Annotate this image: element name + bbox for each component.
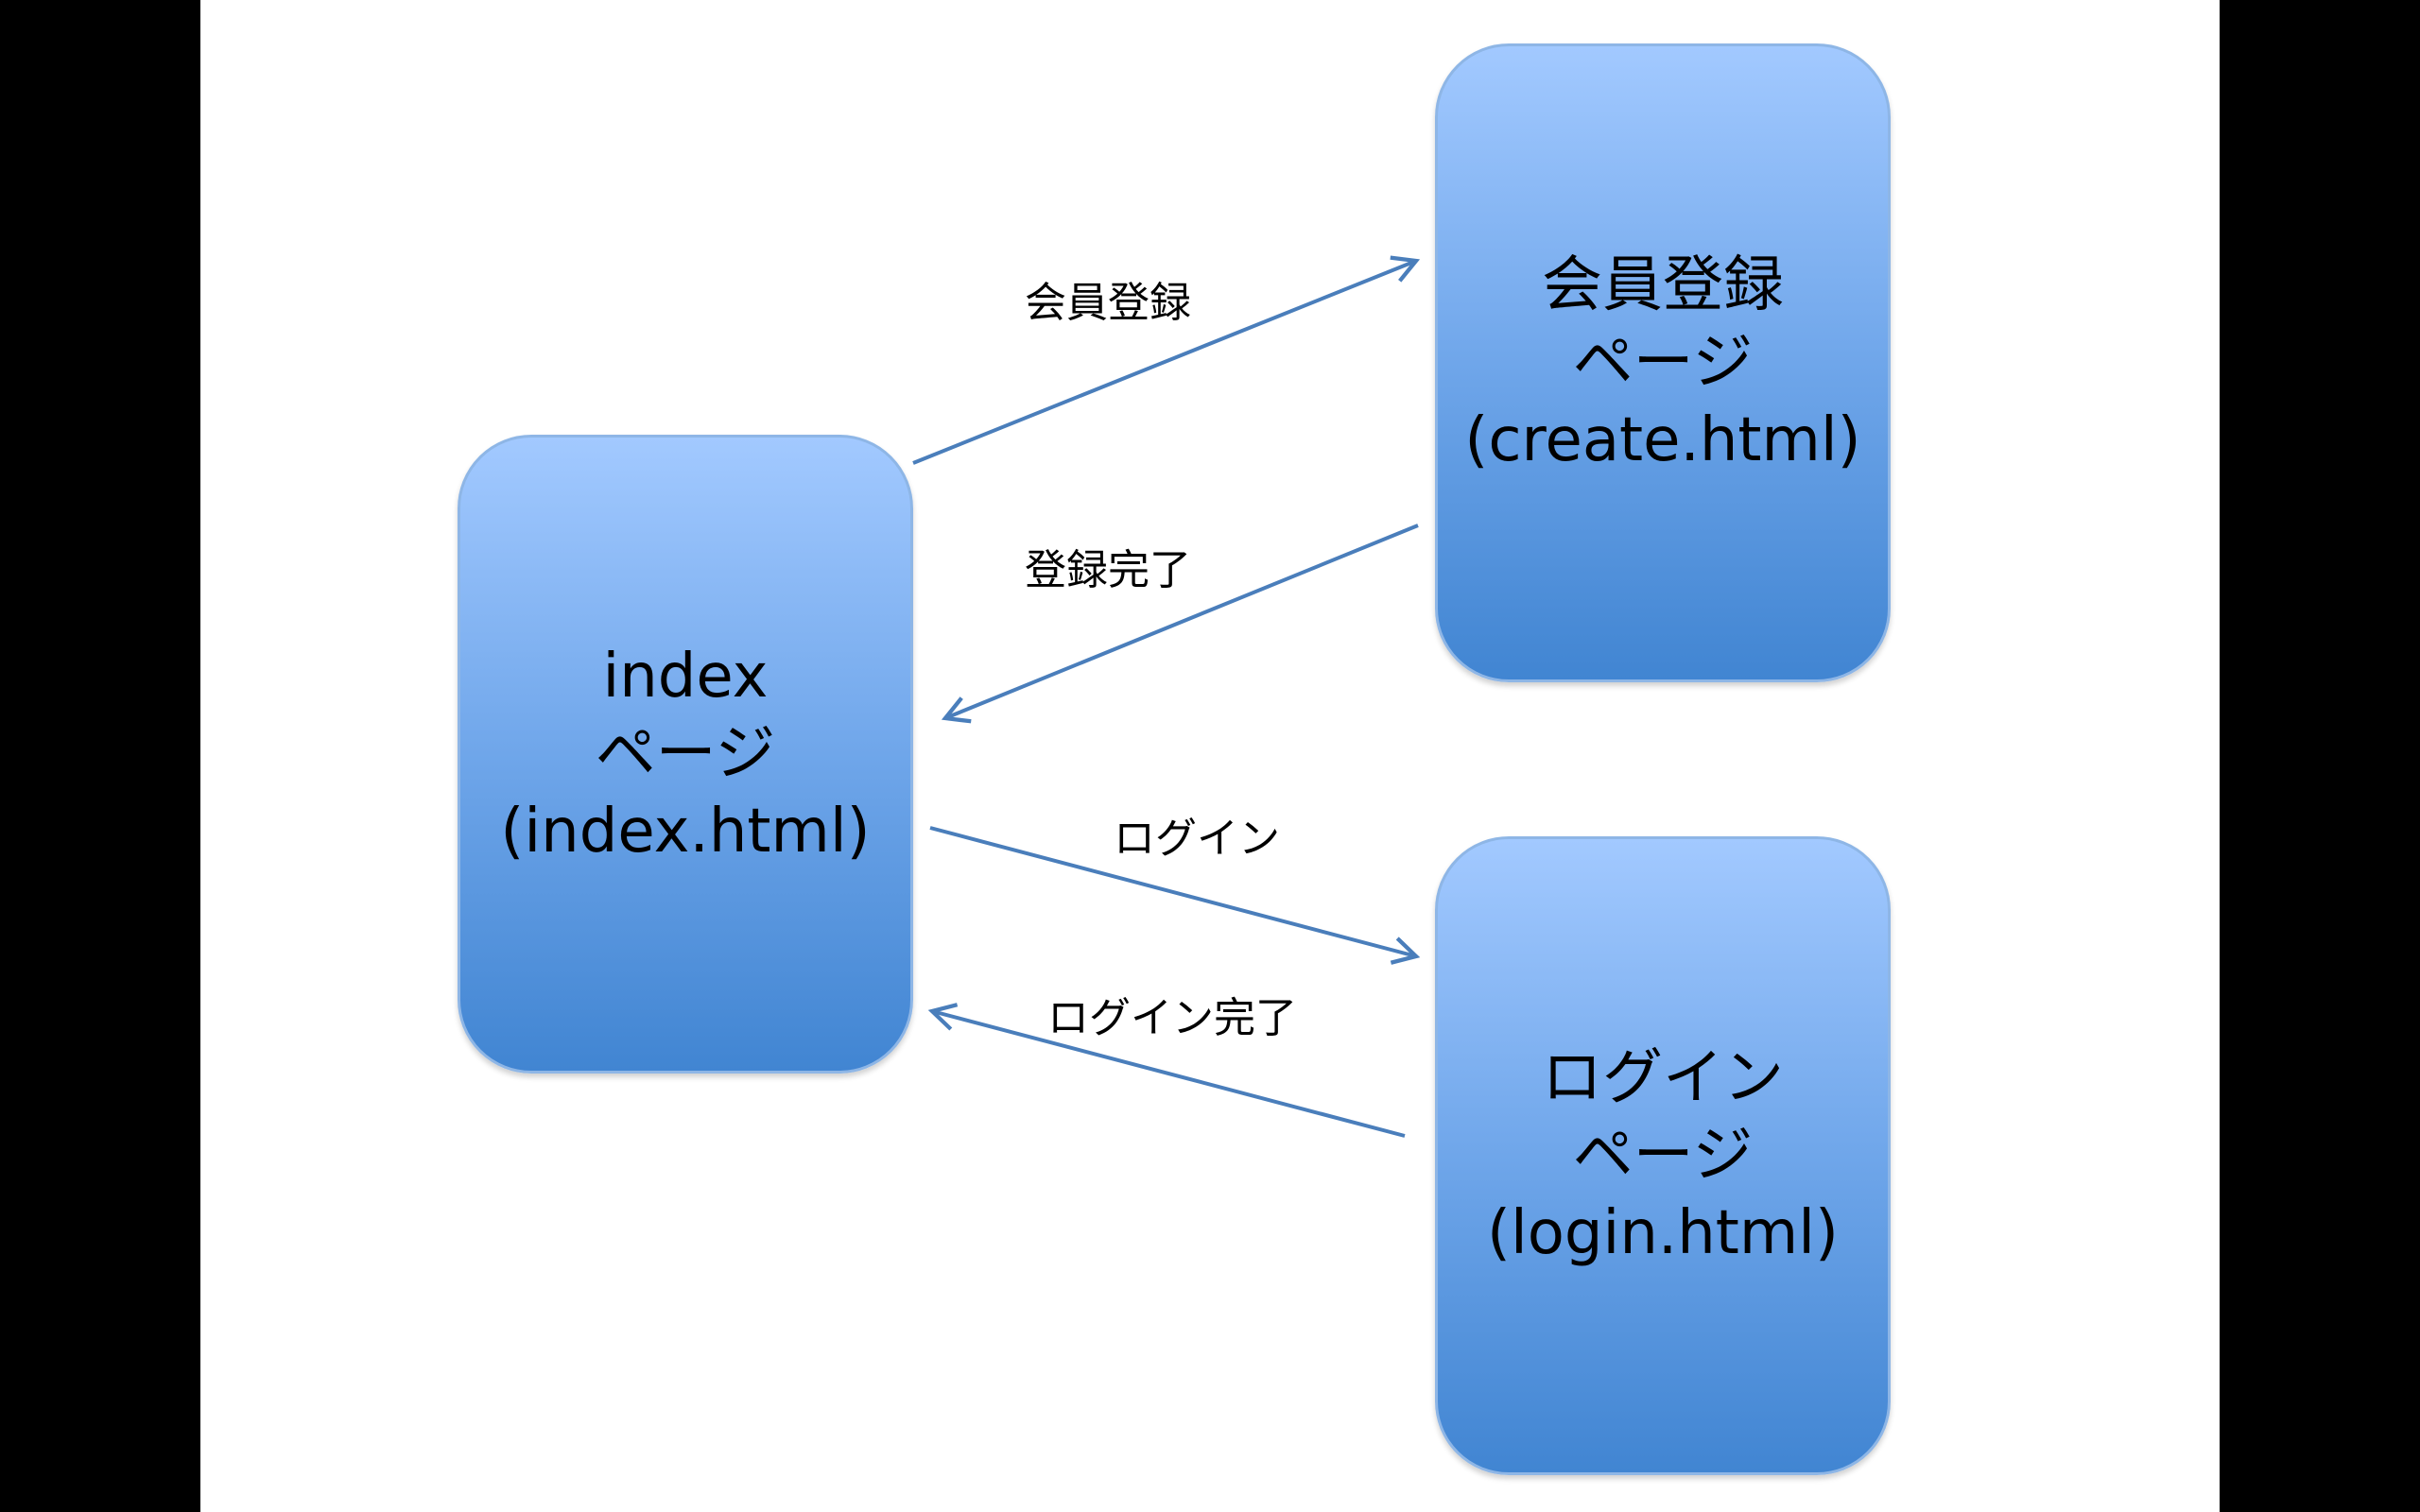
node-create-page: 会員登録 ページ (create.html): [1435, 43, 1891, 682]
node-login-line2: ページ: [1572, 1121, 1754, 1191]
node-index-page: index ページ (index.html): [458, 435, 913, 1074]
node-create-line3: (create.html): [1464, 405, 1861, 475]
node-index-line2: ページ: [595, 719, 776, 789]
node-index-line1: index: [602, 642, 769, 712]
edge-label-login: ログイン: [1114, 815, 1280, 863]
edge-label-login-done: ログイン完了: [1047, 994, 1297, 1042]
node-create-line2: ページ: [1572, 328, 1754, 398]
node-create-line1: 会員登録: [1542, 250, 1784, 320]
node-login-page: ログイン ページ (login.html): [1435, 836, 1891, 1475]
node-login-line1: ログイン: [1542, 1043, 1784, 1113]
edge-label-register-done: 登録完了: [1025, 546, 1191, 594]
edge-label-register: 会員登録: [1025, 279, 1191, 327]
node-index-line3: (index.html): [500, 797, 871, 867]
node-login-line3: (login.html): [1487, 1198, 1839, 1268]
